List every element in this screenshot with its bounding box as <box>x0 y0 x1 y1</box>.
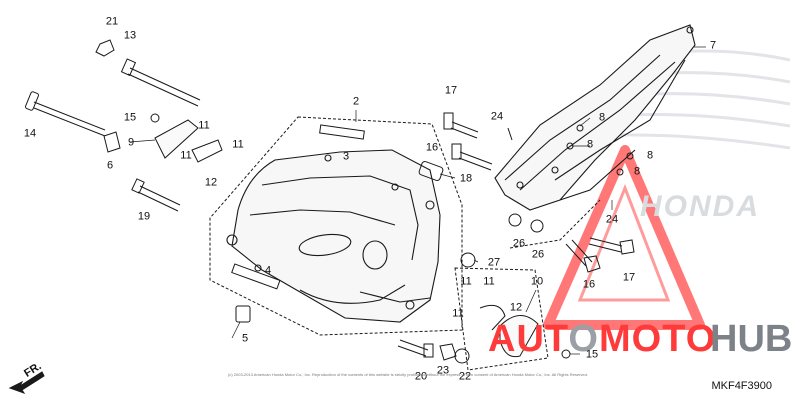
diagram-code: MKF4F3900 <box>711 380 772 392</box>
callout-8: 8 <box>633 165 641 178</box>
callout-9: 9 <box>127 136 135 149</box>
callout-8: 8 <box>598 111 606 124</box>
callout-15: 15 <box>585 348 599 361</box>
bolt-17-lower <box>588 237 635 255</box>
bolt-14 <box>25 91 106 137</box>
callout-7: 7 <box>709 39 717 52</box>
tape-4 <box>231 263 281 290</box>
nut-26b <box>530 219 544 233</box>
cover-9 <box>154 119 199 159</box>
main-frame <box>226 149 441 323</box>
callout-10: 10 <box>530 275 544 288</box>
callout-14: 14 <box>23 127 37 140</box>
washer-22 <box>454 348 470 364</box>
callout-3: 3 <box>342 150 350 163</box>
callout-26: 26 <box>512 237 526 250</box>
callout-13: 13 <box>123 29 137 42</box>
callout-20: 20 <box>414 370 428 383</box>
callout-2: 2 <box>352 95 360 108</box>
callout-23: 23 <box>436 364 450 377</box>
callout-16: 16 <box>582 278 596 291</box>
rear-frame-group-outline <box>509 199 601 249</box>
nut-26a <box>508 213 522 227</box>
callout-18: 18 <box>459 172 473 185</box>
callout-11: 11 <box>180 149 192 162</box>
callout-11: 11 <box>232 138 244 151</box>
main-frame-group-outline <box>209 116 463 336</box>
callout-4: 4 <box>264 264 272 277</box>
callout-5: 5 <box>241 332 249 345</box>
collar-18 <box>418 161 444 181</box>
callout-27: 27 <box>487 256 501 269</box>
nut-27 <box>460 252 476 268</box>
bolt-8a <box>576 124 584 132</box>
rear-bracket-24 <box>507 127 513 141</box>
copyright-notice: (c) 2003-2013 American Honda Motor Co., … <box>228 372 588 377</box>
collar-5 <box>235 305 251 323</box>
callout-21: 21 <box>105 15 119 28</box>
nut-21 <box>95 39 115 57</box>
callout-16: 16 <box>425 141 439 154</box>
leader-lines <box>129 46 706 355</box>
watermark-auto-a: AUT <box>488 318 569 360</box>
callout-24: 24 <box>605 213 619 226</box>
cover-10 <box>499 315 539 358</box>
watermark-auto-b: MOTO <box>598 318 717 360</box>
callout-17: 17 <box>444 84 458 97</box>
bolt-13 <box>120 58 201 107</box>
bolt-15a <box>150 113 160 123</box>
bolt-20 <box>397 339 434 358</box>
callout-17: 17 <box>622 271 636 284</box>
bolt-8c <box>626 152 634 160</box>
callout-8: 8 <box>646 149 654 162</box>
bolt-8d <box>616 168 624 176</box>
bracket-12b <box>479 304 506 331</box>
callout-11: 11 <box>452 307 464 320</box>
bolt-16-upper <box>451 143 493 171</box>
callout-15: 15 <box>123 111 137 124</box>
callout-11: 11 <box>460 275 472 288</box>
watermark-text-hub: HUB <box>710 318 793 360</box>
callout-6: 6 <box>106 159 114 172</box>
callout-24: 24 <box>490 110 504 123</box>
callout-12: 12 <box>509 301 523 314</box>
bolt-19 <box>131 178 181 212</box>
bolt-17-upper <box>443 112 479 139</box>
watermark-auto-o: O <box>568 318 599 360</box>
watermark-brand-ghost: HONDA <box>640 190 760 223</box>
bolt-16-lower <box>565 239 601 273</box>
callout-8: 8 <box>586 138 594 151</box>
collar-6 <box>103 131 121 153</box>
callout-19: 19 <box>137 210 151 223</box>
callout-22: 22 <box>458 370 472 383</box>
callout-11: 11 <box>198 119 210 132</box>
nut-23 <box>439 343 457 361</box>
callout-12: 12 <box>204 176 218 189</box>
callout-11: 11 <box>483 275 495 288</box>
tape-3 <box>319 124 365 140</box>
callout-26: 26 <box>531 248 545 261</box>
watermark-text-auto: AUTOMOTO <box>488 318 716 361</box>
watermark-triangle <box>543 145 705 330</box>
bracket-12a <box>191 139 223 163</box>
rear-frame <box>494 24 696 211</box>
front-direction-arrow <box>8 371 45 394</box>
